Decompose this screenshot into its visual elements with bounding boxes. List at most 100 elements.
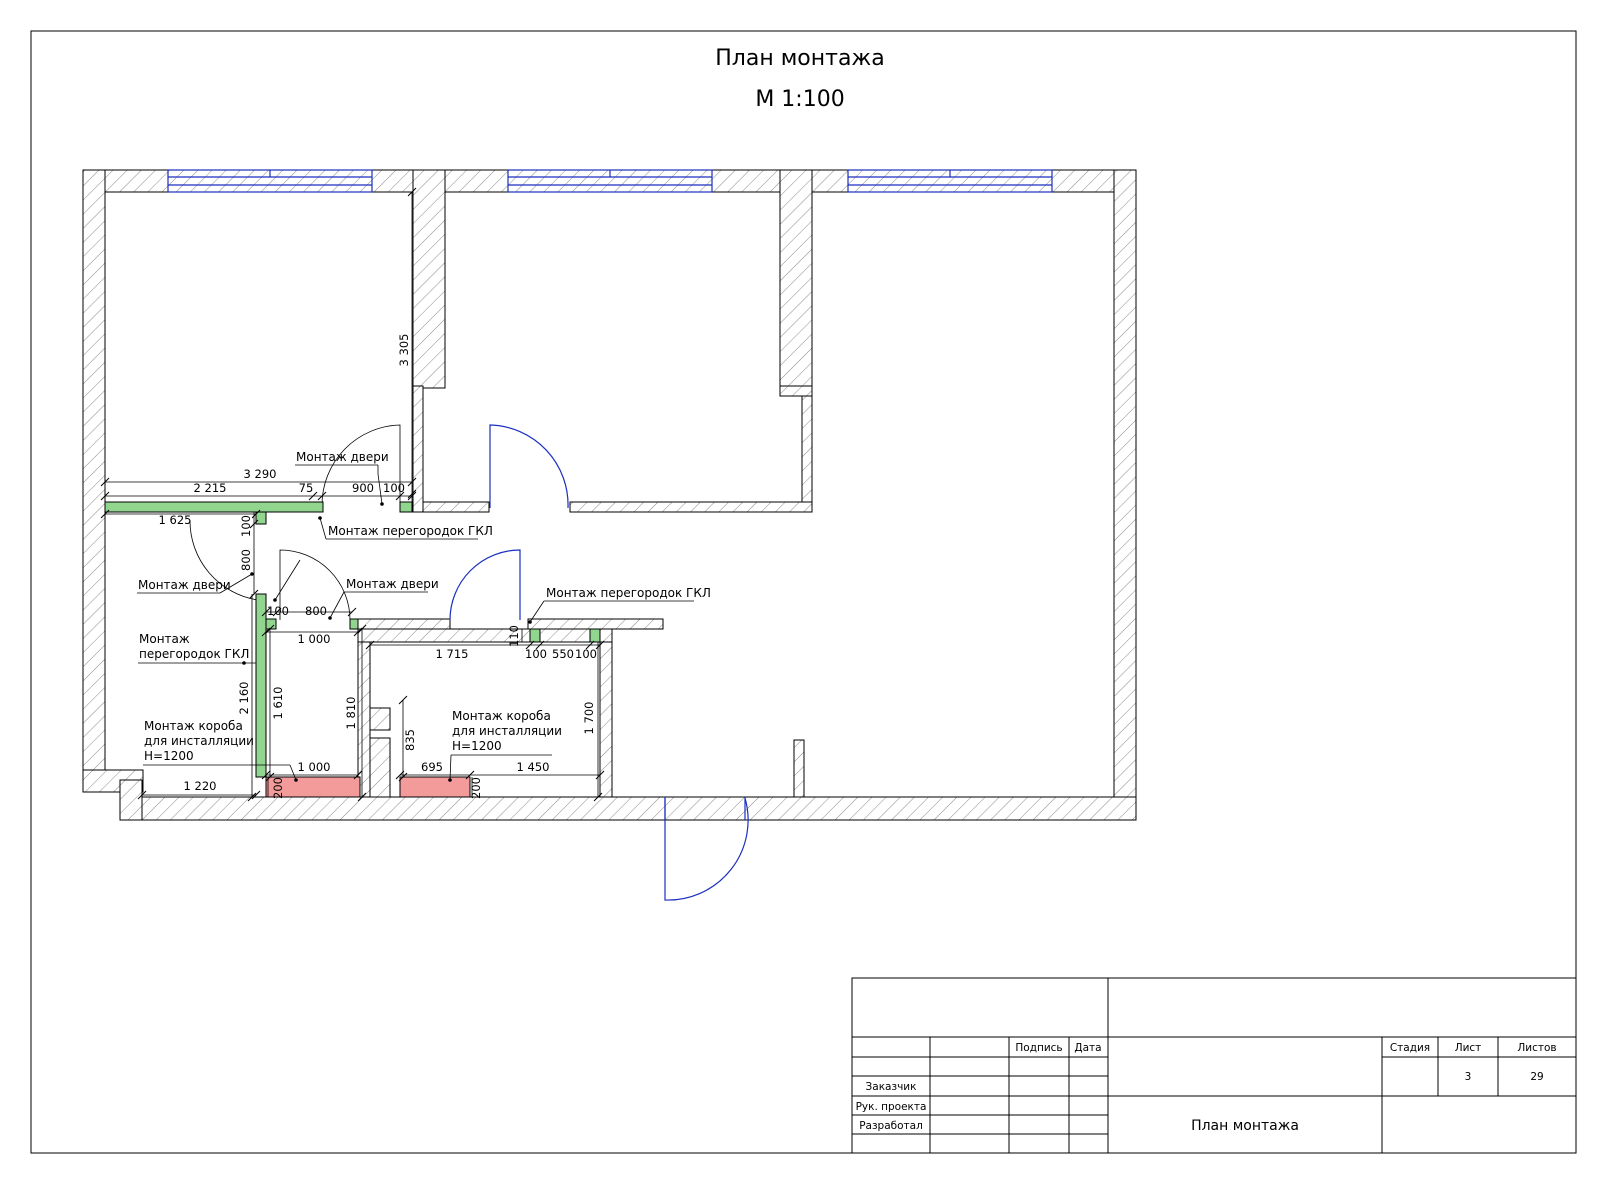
note-gkl-2-line1: Монтаж (139, 632, 190, 646)
dim-2160: 2 160 (237, 682, 251, 715)
wall-inner-b-step (779, 385, 813, 397)
door-entry (664, 797, 749, 901)
dim-3305: 3 305 (397, 334, 411, 367)
note-box-1-line2: для инсталляции (144, 734, 254, 748)
dim-100-a: 100 (383, 481, 405, 495)
note-box-1-line3: H=1200 (144, 749, 194, 763)
dim-75: 75 (299, 481, 314, 495)
dimension-lines (100, 187, 605, 802)
note-door-2: Монтаж двери (138, 578, 231, 592)
dim-1700: 1 700 (582, 702, 596, 735)
dim-100-e: 100 (575, 647, 597, 661)
note-door-3: Монтаж двери (346, 577, 439, 591)
gkl-partition-5 (589, 628, 601, 643)
tb-drawing-name: План монтажа (1191, 1118, 1299, 1134)
sheet-frame (30, 30, 1577, 1154)
dim-3290: 3 290 (244, 467, 277, 481)
door-room1 (321, 424, 401, 506)
walls (82, 169, 1137, 821)
note-gkl-3: Монтаж перегородок ГКЛ (546, 586, 711, 600)
wall-inner-b-lower (801, 385, 813, 513)
door-room2 (189, 519, 259, 601)
tb-stadiya: Стадия (1390, 1042, 1430, 1054)
door-bath (449, 549, 521, 621)
door-wc (279, 549, 351, 621)
dim-550: 550 (552, 647, 574, 661)
tb-listov-value: 29 (1530, 1071, 1543, 1083)
page-title: План монтажа (715, 46, 885, 71)
dim-900: 900 (352, 481, 374, 495)
gkl-partitions (104, 501, 601, 778)
doors (189, 424, 749, 901)
dim-100-b: 100 (239, 515, 253, 537)
dim-800-v: 800 (239, 549, 253, 571)
wall-stub-hall (793, 739, 805, 798)
tb-listov: Листов (1517, 1042, 1556, 1054)
installation-boxes (265, 776, 471, 798)
dim-110: 110 (507, 625, 521, 647)
dim-100-d: 100 (525, 647, 547, 661)
door-corridor (489, 424, 569, 509)
installation-box-1 (265, 776, 361, 798)
dim-1450: 1 450 (517, 760, 550, 774)
gkl-partition-2 (399, 501, 413, 513)
title-block: Подпись Дата Стадия Лист Листов 3 29 Зак… (851, 977, 1577, 1154)
wall-inner-a (412, 169, 446, 389)
dim-1220: 1 220 (184, 779, 217, 793)
dim-100-c: 100 (267, 604, 289, 618)
note-box-2-line2: для инсталляции (452, 724, 562, 738)
note-door-1: Монтаж двери (296, 450, 389, 464)
tb-zakazchik: Заказчик (866, 1081, 917, 1093)
dimension-labels: 3 305 3 290 2 215 75 900 100 1 625 100 8… (159, 334, 597, 799)
gkl-partition-4 (529, 628, 541, 643)
dim-1000-a: 1 000 (298, 632, 331, 646)
tb-razrabotal: Разработал (859, 1120, 923, 1132)
dim-200-b: 200 (469, 777, 483, 799)
tb-podpis: Подпись (1015, 1042, 1062, 1054)
note-box-1-line1: Монтаж короба (144, 719, 243, 733)
dim-1810: 1 810 (344, 697, 358, 730)
wall-bottom-step (119, 779, 143, 821)
installation-box-2 (399, 776, 471, 798)
wall-bath-mid (357, 628, 371, 798)
gkl-partition-1b (255, 511, 267, 525)
tb-list: Лист (1455, 1042, 1482, 1054)
wall-corridor-right (569, 501, 813, 513)
note-gkl-2-line2: перегородок ГКЛ (139, 647, 249, 661)
dim-835: 835 (403, 729, 417, 751)
note-box-2-line3: H=1200 (452, 739, 502, 753)
wall-inner-b (779, 169, 813, 389)
dim-1715: 1 715 (436, 647, 469, 661)
dim-1000-b: 1 000 (298, 760, 331, 774)
shaft-a (369, 707, 391, 731)
dim-1625: 1 625 (159, 513, 192, 527)
dim-800-h: 800 (305, 604, 327, 618)
wall-corridor-left (422, 501, 490, 513)
tb-data: Дата (1074, 1042, 1101, 1054)
dim-1610: 1 610 (271, 687, 285, 720)
tb-ruk-proekta: Рук. проекта (856, 1101, 927, 1113)
tb-list-value: 3 (1465, 1071, 1472, 1083)
wall-left-upper (82, 169, 106, 793)
gkl-partition-1 (104, 501, 324, 513)
drawing-scale: М 1:100 (755, 87, 844, 112)
wall-bath-top-a (349, 618, 451, 630)
note-gkl-1: Монтаж перегородок ГКЛ (328, 524, 493, 538)
wall-bath-top-b (527, 618, 664, 630)
gkl-partition-3b (265, 618, 277, 630)
wall-inner-a-lower (412, 385, 424, 513)
windows (167, 169, 1053, 193)
wall-bottom (119, 796, 1137, 821)
dim-695: 695 (421, 760, 443, 774)
gkl-partition-3 (255, 593, 267, 778)
wall-bath-top-inner (357, 628, 613, 643)
dim-2215: 2 215 (194, 481, 227, 495)
wall-bath-right (599, 628, 613, 798)
wall-right (1113, 169, 1137, 821)
note-box-2-line1: Монтаж короба (452, 709, 551, 723)
dim-200-a: 200 (271, 777, 285, 799)
leader-notes: Монтаж двери Монтаж перегородок ГКЛ Монт… (137, 450, 711, 782)
gkl-partition-3c (349, 618, 359, 630)
shaft-b (369, 737, 391, 798)
